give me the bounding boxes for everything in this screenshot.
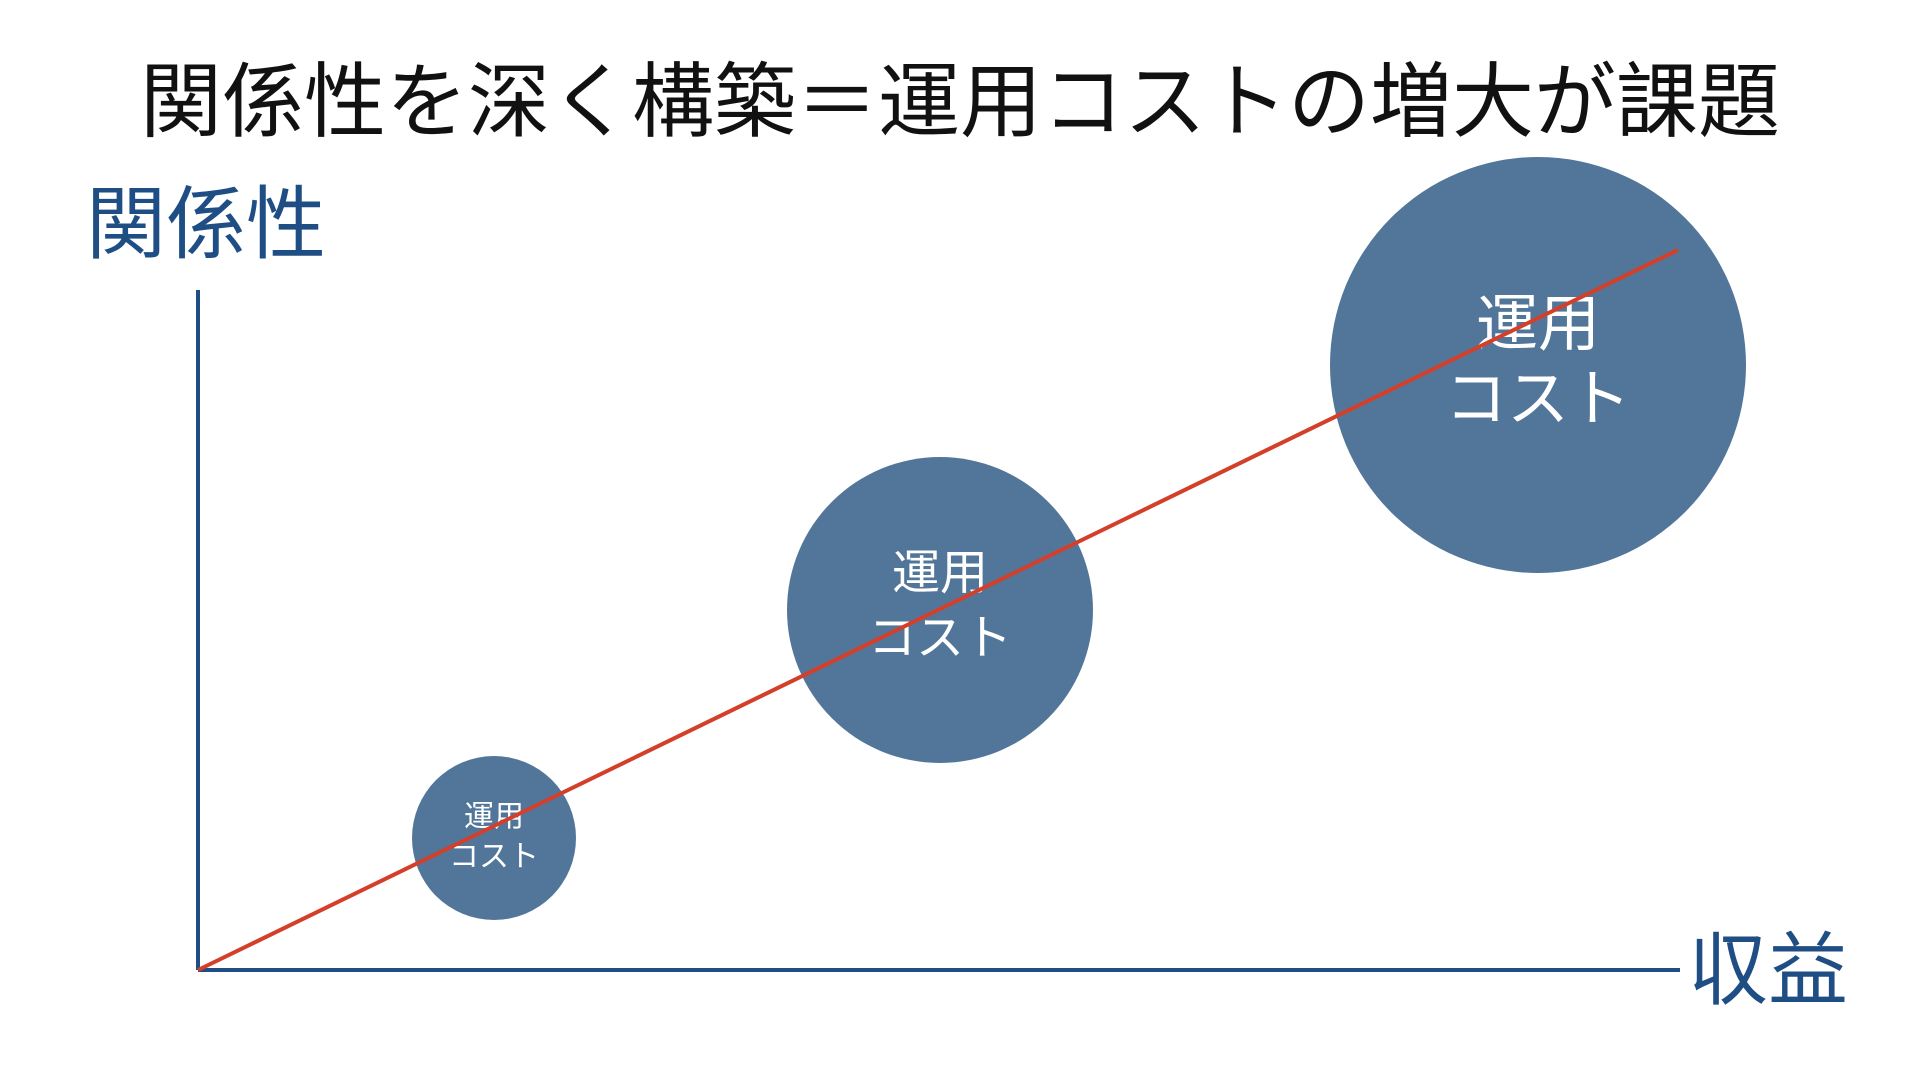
x-axis-label: 収益: [1688, 924, 1848, 1017]
bubble-large: 運用 コスト: [1330, 157, 1746, 573]
y-axis-label: 関係性: [86, 178, 326, 271]
trend-line: [197, 248, 1679, 972]
bubble-medium-label-line2: コスト: [868, 610, 1012, 666]
slide-title: 関係性を深く構築＝運用コストの増大が課題: [139, 55, 1780, 150]
bubble-large-label-line2: コスト: [1445, 362, 1631, 435]
bubble-small: 運用 コスト: [412, 756, 576, 920]
bubble-small-label-line2: コスト: [449, 840, 539, 875]
